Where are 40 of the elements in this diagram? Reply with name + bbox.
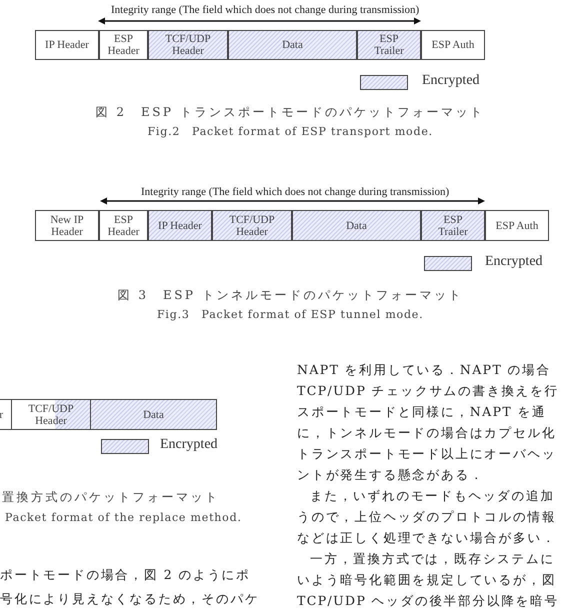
packet-field: IP Header [35,30,99,60]
body-text: などは正しく処理できない場合が多い． [297,530,556,547]
body-text: スポートモードと同様に，NAPT を通 [297,404,546,421]
body-text: TCP/UDP ヘッダの後半部分以降を暗号 [297,593,559,610]
packet-field: ESP Header [99,30,148,60]
figure-caption: 図 3 ESP トンネルモードのパケットフォーマット [118,287,463,304]
packet-field: ESP Auth [421,30,485,60]
packet-field: Data [292,210,421,241]
body-text: また，いずれのモードもヘッダの追加 [310,488,555,505]
packet-field: ESP Trailer [421,210,485,241]
range-label: Integrity range (The field which does not change during transmission) [111,4,420,16]
body-text: ポートモードの場合，図 2 のようにポ [0,567,250,584]
figure-caption: 置換方式のパケットフォーマット [2,489,220,506]
body-text: TCP/UDP チェックサムの書き換えを行 [297,383,559,400]
packet-field: TCF/UDP Header [212,210,292,241]
range-label: Integrity range (The field which does not change during transmission) [141,186,450,198]
body-text: に，トンネルモードの場合はカプセル化 [297,425,556,442]
legend-label: Encrypted [160,437,218,453]
body-text: トランスポートモード以上にオーバヘッ [297,446,556,463]
body-text: うので，上位ヘッダのプロトコルの情報 [297,509,556,526]
packet-field: ESP Auth [485,210,549,241]
packet-field: TCF/UDP Header [11,399,91,430]
body-text: 号化により見えなくなるため，そのパケ [0,591,260,608]
packet-field: Data [228,30,357,60]
packet-field: TCF/UDP Header [148,30,228,60]
figure-caption: 図 2 ESP トランスポートモードのパケットフォーマット [96,104,484,121]
packet-field: New IP Header [35,210,99,241]
body-text: ントが発生する懸念がある． [297,467,484,484]
packet-field: IP Header [148,210,212,241]
body-text: NAPT を利用している．NAPT の場合 [297,362,551,379]
figure-caption: Packet format of the replace method. [5,511,242,524]
packet-field: ESP Trailer [357,30,421,60]
packet-field: ESP Header [99,210,148,241]
figure-caption: Fig.2 Packet format of ESP transport mode. [148,124,433,139]
legend-label: Encrypted [422,73,480,89]
packet-field: Data [90,399,217,430]
body-text: いよう暗号化範囲を規定しているが，図 [297,572,556,589]
body-text: 一方，置換方式では，既存システムに [310,551,555,568]
legend-label: Encrypted [485,254,543,270]
figure-caption: Fig.3 Packet format of ESP tunnel mode. [157,307,424,322]
